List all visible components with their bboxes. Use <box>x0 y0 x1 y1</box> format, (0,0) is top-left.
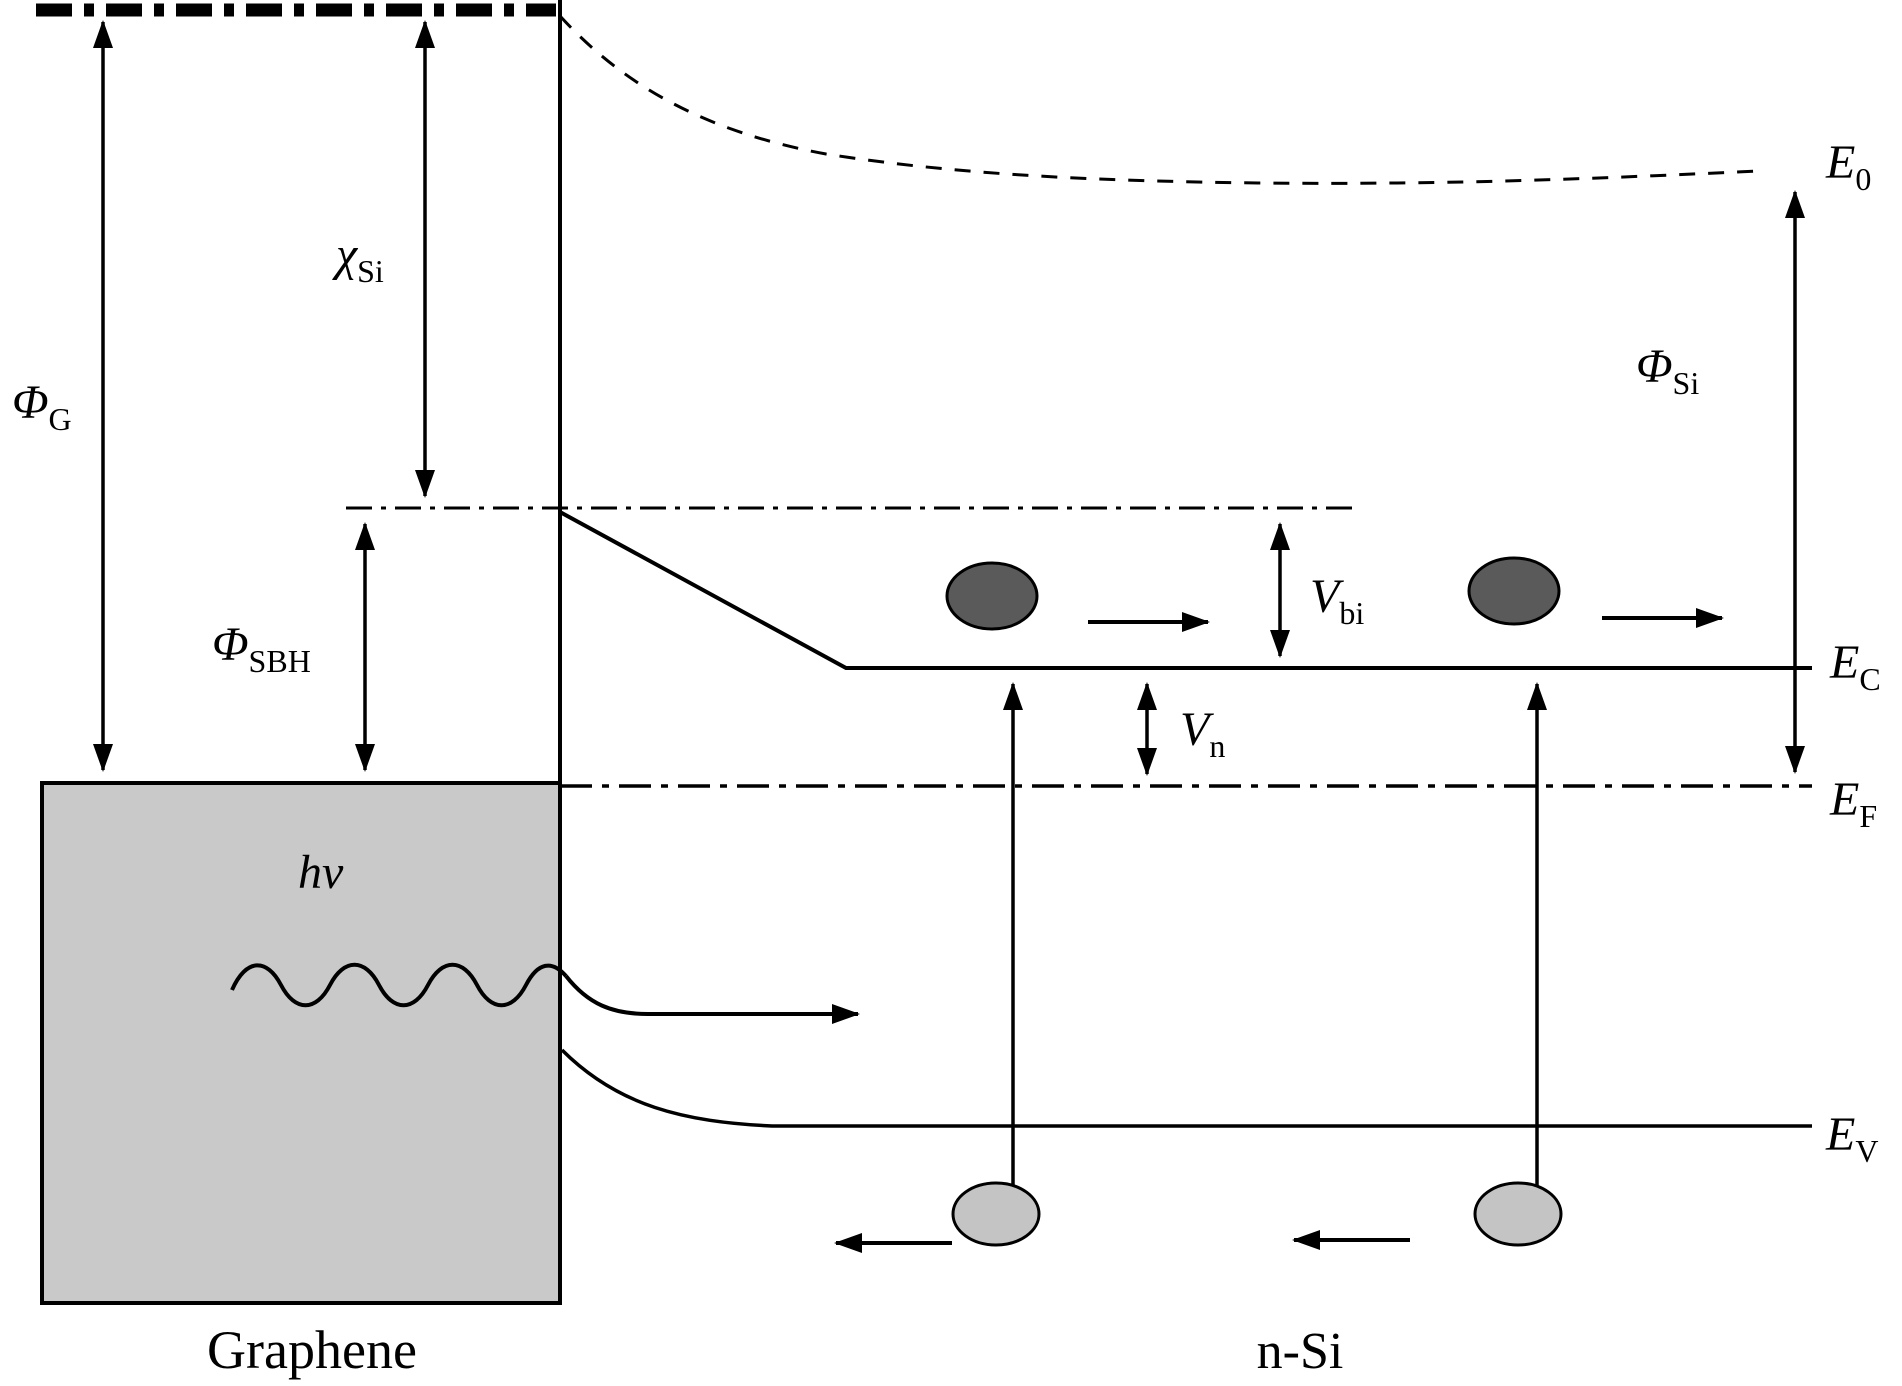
label-chi-si: χSi <box>332 228 384 289</box>
hole-2 <box>1473 1181 1563 1247</box>
label-ev: EV <box>1825 1108 1878 1169</box>
label-e0: E0 <box>1825 136 1871 197</box>
label-ef: EF <box>1829 773 1877 834</box>
label-phi-si: ΦSi <box>1636 340 1699 401</box>
electron-1 <box>945 561 1039 631</box>
label-n-si: n-Si <box>1257 1323 1344 1380</box>
label-graphene: Graphene <box>207 1320 417 1380</box>
label-v-n: Vn <box>1180 703 1225 764</box>
photoemission-arrow <box>564 974 860 1024</box>
label-phi-sbh: ΦSBH <box>212 618 311 679</box>
conduction-band-line <box>559 510 1812 670</box>
label-phi-g: ΦG <box>12 376 72 437</box>
graphene-region <box>40 781 562 1305</box>
label-photon-hv: hν <box>298 846 344 899</box>
label-ec: EC <box>1829 636 1881 697</box>
label-v-bi: Vbi <box>1310 570 1364 631</box>
hole-1 <box>951 1181 1041 1247</box>
photon-wavy-line <box>230 962 568 1008</box>
valence-band-line <box>560 1048 1812 1128</box>
electron-2 <box>1467 556 1561 626</box>
vacuum-level-si-curve <box>558 14 1759 185</box>
